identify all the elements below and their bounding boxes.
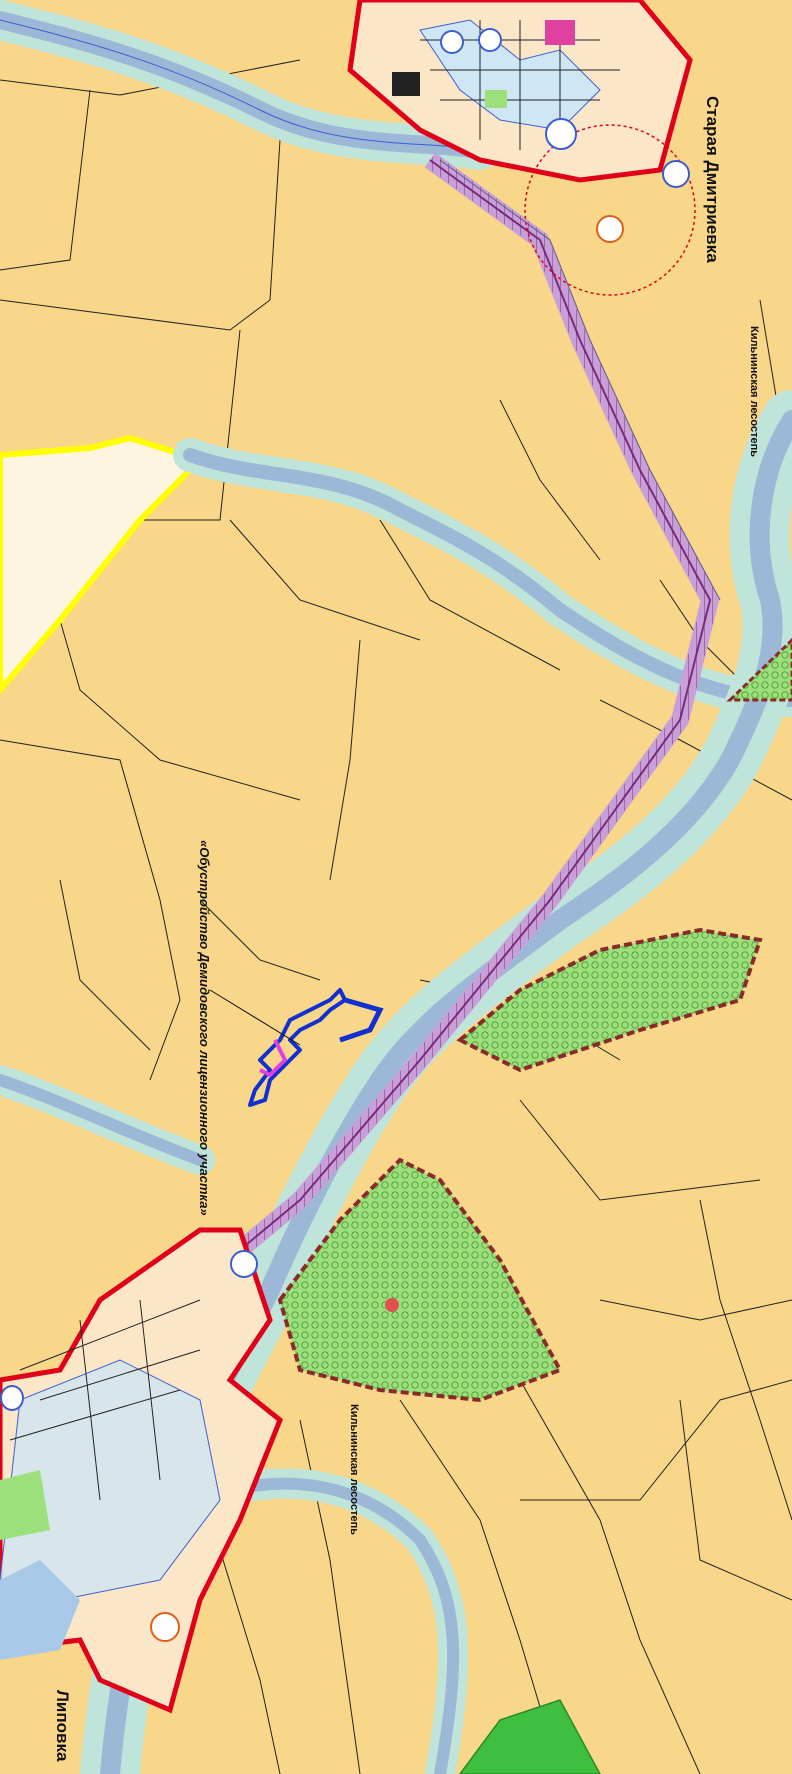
monument-icon[interactable]: [440, 30, 464, 54]
protected-area-south: [277, 1157, 563, 1403]
church-icon[interactable]: [596, 215, 624, 243]
monument-icon[interactable]: [478, 28, 502, 52]
settlement-label-south: Липовка: [53, 1690, 72, 1762]
monument-icon[interactable]: [0, 1385, 24, 1411]
protected-area-edge: [726, 637, 792, 702]
forest-label-north: Кильнинская лесостепь: [748, 326, 760, 458]
field-boundaries: [0, 59, 792, 1774]
monument-icon[interactable]: [230, 1250, 258, 1278]
forest-label-south: Кильнинская лесостепь: [348, 1404, 360, 1536]
substation-block: [392, 72, 420, 96]
flower-reserve-icon[interactable]: [385, 1298, 399, 1312]
hexagon-facility-icon[interactable]: [545, 118, 577, 150]
project-label: «Обустройство Демидовского лицензионного…: [197, 840, 212, 1216]
hexagon-facility-icon[interactable]: [150, 1612, 180, 1642]
yellow-zone: [0, 434, 206, 695]
settlement-label-north: Старая Дмитриевка: [703, 96, 722, 263]
forest-area-bottom: [459, 1699, 601, 1774]
settlement-north-area: [347, 0, 696, 296]
protected-area-north: [456, 927, 763, 1073]
monument-icon[interactable]: [662, 160, 690, 188]
settlement-south-area: [0, 1227, 284, 1714]
project-site: [209, 988, 384, 1107]
